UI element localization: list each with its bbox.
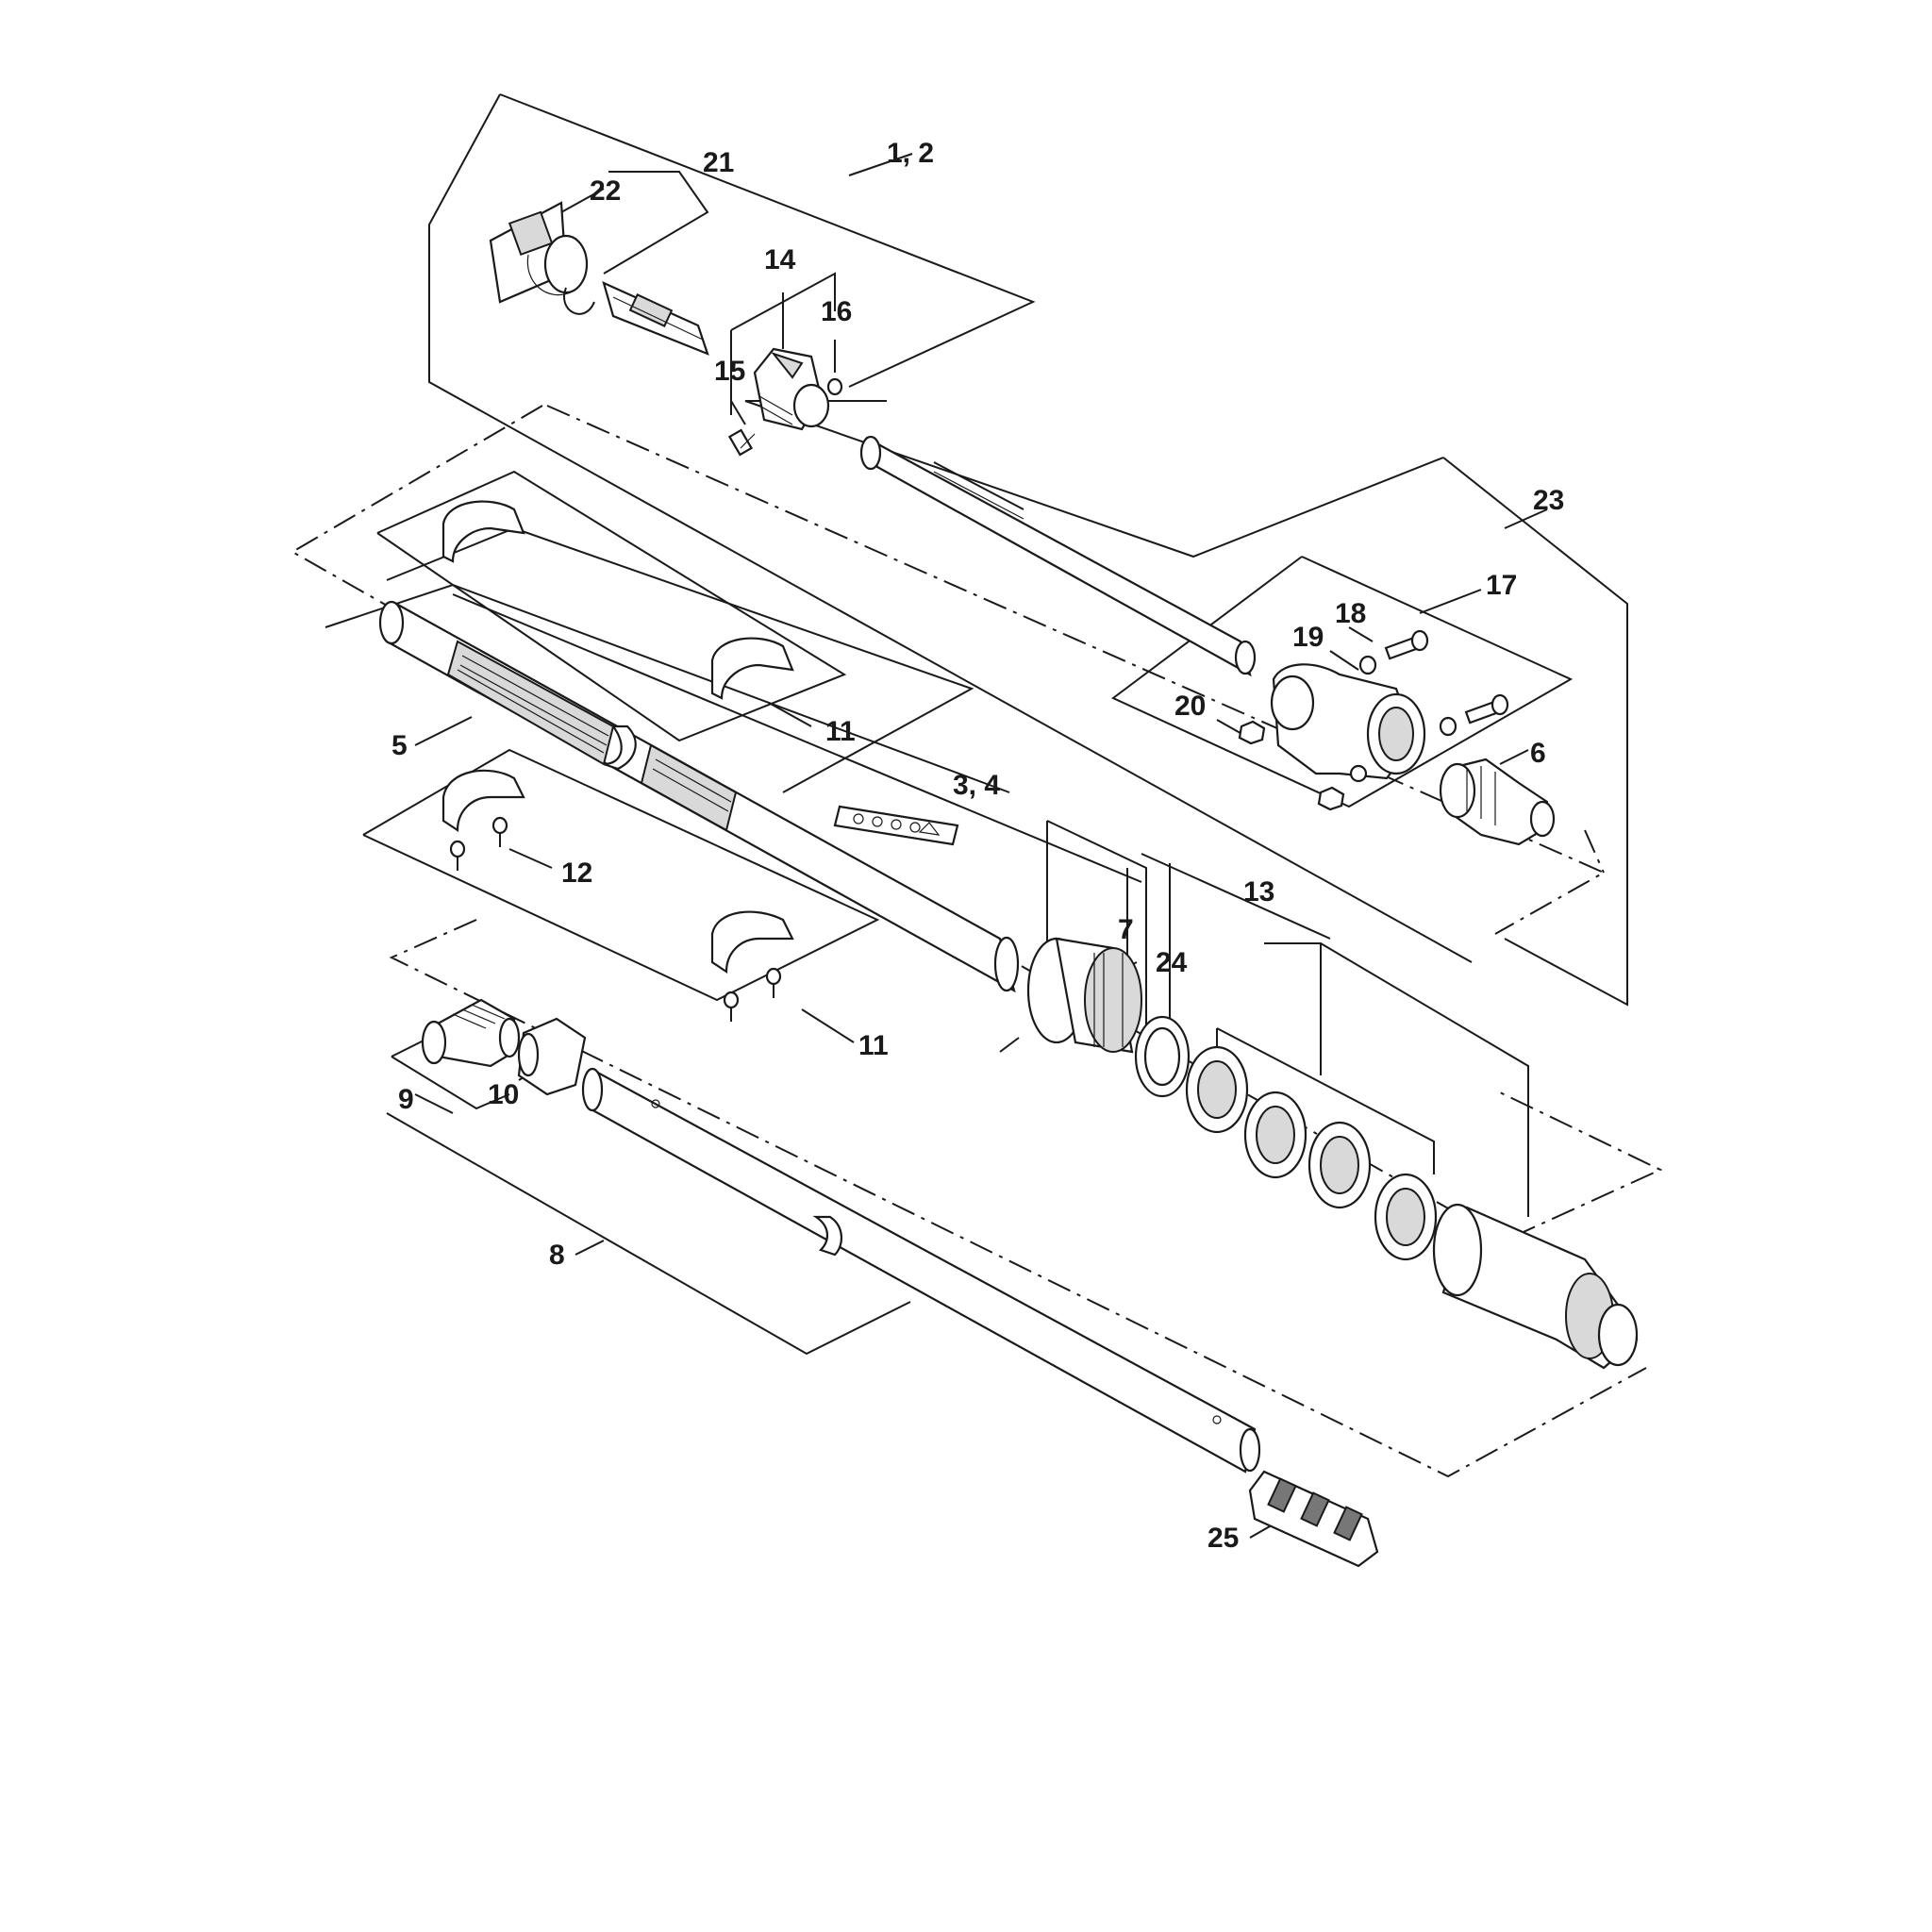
nut-part-20 — [1238, 720, 1345, 811]
upper-shaft-tube-part — [859, 435, 1257, 677]
callout-1-2: 1, 2 — [887, 138, 934, 169]
warning-label-part — [833, 805, 959, 846]
callout-labels: 1, 2 21 22 14 16 15 23 17 18 19 20 6 11 … — [391, 138, 1564, 1554]
end-cap-part-9 — [421, 998, 521, 1068]
callout-11-lower: 11 — [858, 1030, 889, 1061]
half-clamp-upper-part — [441, 500, 794, 700]
main-grip-tube-part — [378, 600, 1020, 993]
sleeve-part-10 — [517, 1017, 587, 1096]
callout-5: 5 — [391, 730, 408, 761]
callout-23: 23 — [1533, 485, 1564, 516]
callout-25: 25 — [1208, 1523, 1239, 1554]
callout-8: 8 — [549, 1240, 565, 1271]
callout-20: 20 — [1174, 691, 1206, 722]
callout-3-4: 3, 4 — [953, 770, 1000, 801]
gear-head-part — [1432, 1203, 1639, 1370]
coupling-part — [1439, 758, 1556, 846]
callout-15: 15 — [714, 356, 745, 387]
callout-12: 12 — [561, 858, 592, 889]
clamp-part-12 — [441, 769, 525, 871]
washer-part-19 — [1358, 655, 1457, 737]
screw-part-18 — [1384, 629, 1509, 724]
callout-11-upper: 11 — [825, 716, 856, 747]
threaded-coupling-part — [1026, 937, 1191, 1098]
callout-14: 14 — [764, 244, 796, 275]
bracket-lines — [325, 93, 1628, 1539]
callout-21: 21 — [703, 147, 734, 178]
screw-part-15 — [727, 428, 756, 457]
half-clamp-lower-part — [710, 910, 794, 1022]
clamp-sleeve-part — [1270, 663, 1426, 783]
drive-shaft-part-25 — [1248, 1470, 1379, 1568]
callout-6: 6 — [1530, 738, 1546, 769]
wire-harness-part — [543, 234, 709, 356]
callout-18: 18 — [1335, 598, 1366, 629]
callout-17: 17 — [1486, 570, 1517, 601]
callout-16: 16 — [821, 296, 852, 327]
bearing-rings-part — [1185, 1045, 1438, 1261]
handle-housing-part — [753, 347, 830, 431]
callout-22: 22 — [590, 175, 621, 207]
callout-9: 9 — [398, 1084, 414, 1115]
callout-13: 13 — [1243, 876, 1274, 908]
callout-19: 19 — [1292, 622, 1324, 653]
nut-part-16 — [826, 377, 843, 396]
callout-24: 24 — [1156, 947, 1188, 978]
callout-10: 10 — [488, 1079, 519, 1110]
callout-7: 7 — [1118, 914, 1134, 945]
lower-shaft-tube-part — [581, 1067, 1261, 1474]
